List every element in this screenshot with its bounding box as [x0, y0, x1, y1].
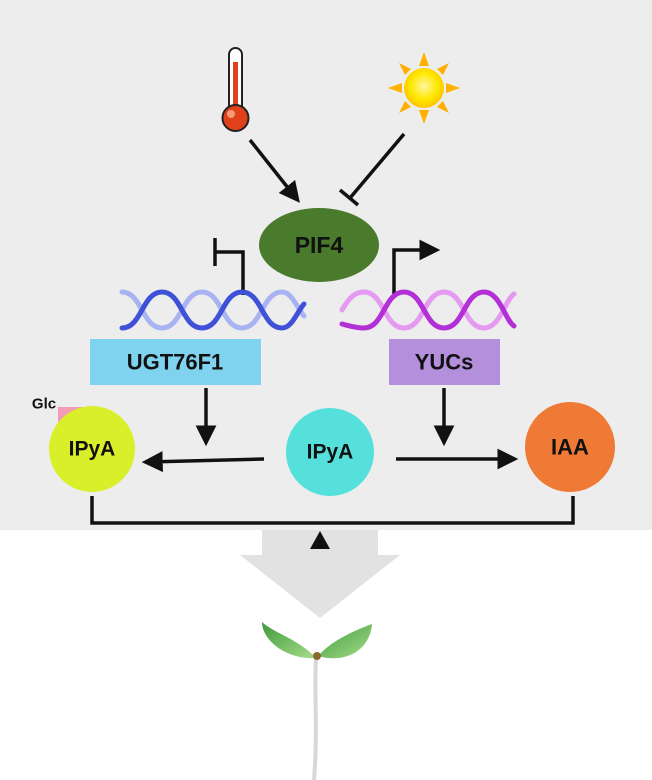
yucs-node: YUCs [389, 339, 500, 385]
thermometer-icon [221, 47, 250, 132]
yucs-label: YUCs [415, 350, 474, 375]
ipya-center-label: IPyA [307, 441, 354, 464]
conjugation-arrow [141, 451, 265, 473]
light-inhibition-line [338, 132, 406, 207]
sun-icon [388, 52, 460, 124]
yuc-activation-line [392, 239, 441, 295]
ugt-gene-dna [119, 289, 307, 331]
ipya-center-node: IPyA [286, 408, 374, 496]
seedling-icon [262, 622, 372, 780]
pool-bracket [90, 496, 575, 549]
ugt76f1-node: UGT76F1 [90, 339, 261, 385]
ugt-repression-line [213, 238, 245, 295]
yuc-gene-dna [339, 289, 517, 331]
pif4-node: PIF4 [259, 208, 379, 282]
iaa-label: IAA [551, 435, 589, 460]
glc-label: Glc [32, 396, 56, 413]
temperature-activation-arrow [248, 138, 300, 203]
ipya-glc-label: IPyA [69, 438, 116, 461]
ugt76f1-label: UGT76F1 [127, 350, 224, 375]
ipya-glc-node: IPyA [49, 406, 135, 492]
growth-arrow [240, 530, 400, 618]
iaa-node: IAA [525, 402, 615, 492]
pif4-label: PIF4 [295, 232, 344, 258]
